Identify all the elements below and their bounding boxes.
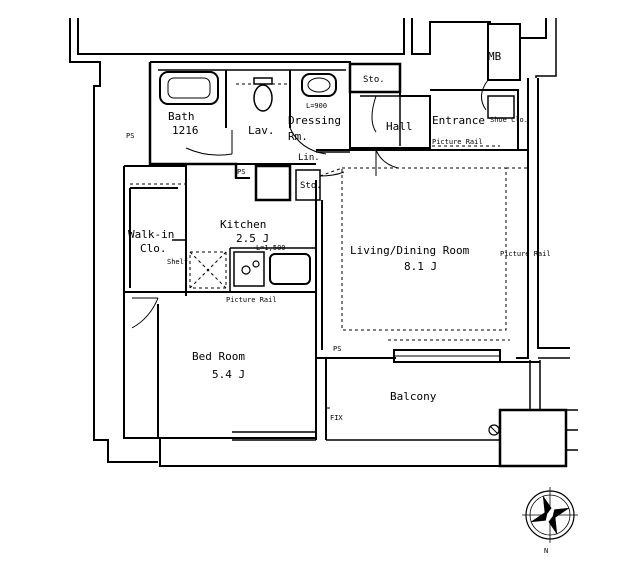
balcony-label: Balcony <box>390 390 437 403</box>
living-label: Living/Dining Room <box>350 244 470 257</box>
bath-size: 1216 <box>172 124 199 137</box>
hall-label: Hall <box>386 120 413 133</box>
fix-label: FIX <box>330 414 343 422</box>
bathtub <box>159 71 219 105</box>
sto-mid-label: Sto. <box>300 181 322 191</box>
bath-label: Bath <box>168 110 195 123</box>
walkin-label: Walk-in <box>128 228 174 241</box>
lav-label: Lav. <box>248 124 275 137</box>
dressing-dim: L=900 <box>306 102 327 110</box>
kitchen-size: 2.5 J <box>236 232 269 245</box>
bedroom-size: 5.4 J <box>212 368 245 381</box>
drain-icon <box>488 424 500 436</box>
fixtures <box>130 71 528 436</box>
kitchen-dim: L=1,500 <box>256 244 286 252</box>
appliance-space <box>189 251 227 289</box>
shoe-clo-label: Shoe Clo. <box>490 116 528 124</box>
stove <box>233 251 265 287</box>
living-size: 8.1 J <box>404 260 437 273</box>
compass: N <box>522 487 578 555</box>
kitchen-rail-label: Picture Rail <box>226 296 277 304</box>
living-rail-label: Picture Rail <box>500 250 551 258</box>
dressing-rm-label: Rm. <box>288 130 308 143</box>
toilet-bowl <box>253 84 273 112</box>
sto-top-label: Sto. <box>363 75 385 85</box>
labels: MB Sto. Bath 1216 Lav. L=900 Dressing Rm… <box>126 50 551 422</box>
bedroom-label: Bed Room <box>192 350 245 363</box>
shelf-label: Shelf <box>167 258 188 266</box>
kitchen-sink <box>269 253 311 285</box>
ps-bed-label: PS <box>333 345 341 353</box>
ps-mid-label: PS <box>237 168 245 176</box>
walkin-clo-label: Clo. <box>140 242 167 255</box>
toilet-tank <box>253 77 273 85</box>
ps-left-label: PS <box>126 132 134 140</box>
kitchen-label: Kitchen <box>220 218 266 231</box>
lin-label: Lin. <box>298 153 320 163</box>
compass-n-label: N <box>544 547 548 555</box>
living-ceiling-outline <box>341 167 507 331</box>
mb-label: MB <box>488 50 502 63</box>
washbasin <box>301 73 337 97</box>
entrance-rail-label: Picture Rail <box>432 138 483 146</box>
dressing-label: Dressing <box>288 114 341 127</box>
walls <box>69 18 578 468</box>
entrance-label: Entrance <box>432 114 485 127</box>
